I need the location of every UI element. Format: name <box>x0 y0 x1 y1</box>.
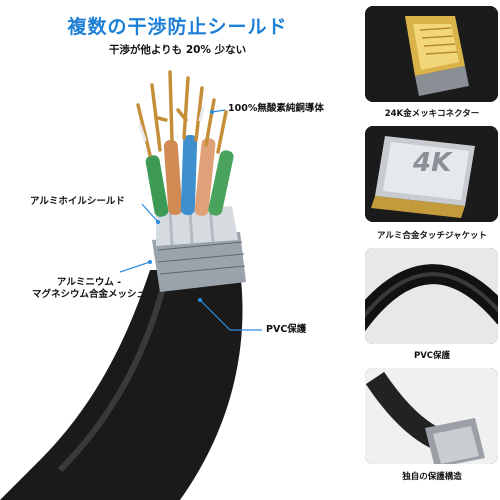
page-subtitle: 干渉が他よりも 20% 少ない <box>108 44 247 56</box>
gold-connector-image <box>365 6 498 102</box>
cable-cross-section-illustration <box>0 70 262 500</box>
protection-structure-image <box>365 368 498 464</box>
pvc-cable-image <box>365 248 498 344</box>
feature-panel-protection <box>365 368 498 464</box>
callout-pvc: PVC保護 <box>266 324 307 335</box>
page-title: 複数の干渉防止シールド <box>67 16 288 38</box>
foil-shield <box>156 206 238 246</box>
feature-panels: 24K金メッキコネクター 4K アルミ合金タッチジャケット PVC保護 <box>357 0 500 500</box>
resolution-badge: 4K <box>413 148 452 178</box>
feature-panel-gold-connector <box>365 6 498 102</box>
callout-mesh: アルミニウム - マグネシウム合金メッシュ <box>32 277 146 301</box>
inner-wires <box>145 134 234 217</box>
feature-label-alloy-jacket: アルミ合金タッチジャケット <box>377 231 487 241</box>
copper-conductors <box>136 70 228 157</box>
feature-label-pvc: PVC保護 <box>413 351 451 361</box>
callout-foil-shield: アルミホイルシールド <box>30 196 125 207</box>
alloy-mesh <box>152 232 246 292</box>
alloy-jacket-image <box>365 126 498 222</box>
feature-panel-pvc <box>365 248 498 344</box>
callout-mesh-line2: マグネシウム合金メッシュ <box>32 289 147 300</box>
feature-label-gold-connector: 24K金メッキコネクター <box>384 109 480 119</box>
feature-label-protection: 独自の保護構造 <box>402 472 462 482</box>
feature-panel-alloy-jacket: 4K <box>365 126 498 222</box>
callout-mesh-line1: アルミニウム - <box>56 277 122 288</box>
callout-conductor: 100%無酸素純銅導体 <box>228 103 324 114</box>
